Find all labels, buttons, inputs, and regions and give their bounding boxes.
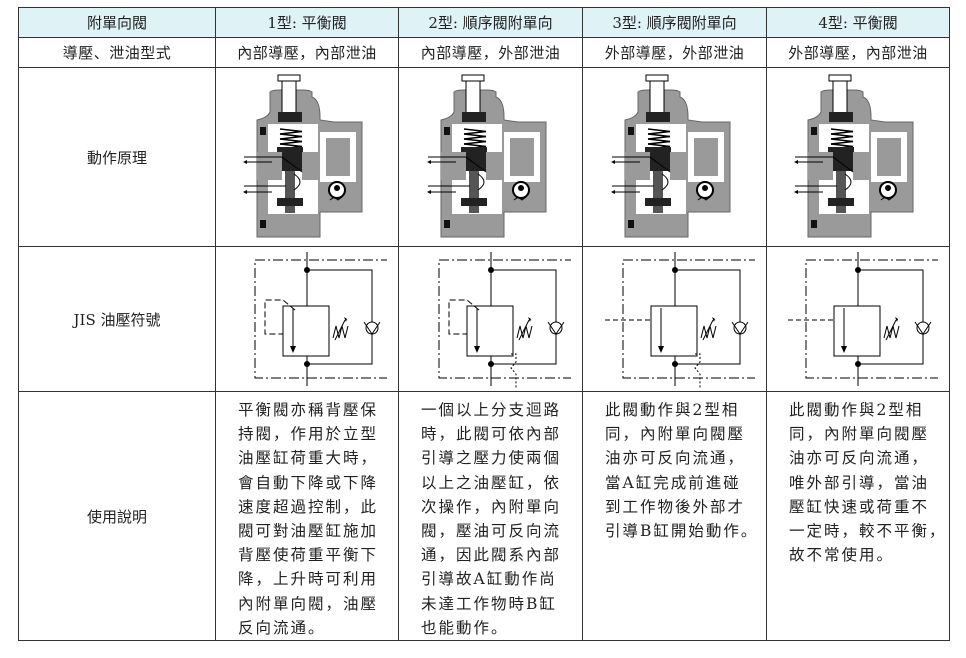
principle-row: 動作原理 <box>18 67 950 247</box>
valve-drawing <box>794 74 914 238</box>
jis-symbol-drawing <box>438 252 571 388</box>
valve-drawing <box>426 74 546 238</box>
valve-drawing <box>610 74 730 238</box>
valve-cross-section-icon <box>398 67 583 247</box>
header-row: 附單向閥 1型: 平衡閥 2型: 順序閥附單向 3型: 順序閥附單向 4型: 平… <box>18 7 950 38</box>
valve-cross-section-icon <box>582 67 767 247</box>
mode-cell: 外部導壓，外部泄油 <box>582 37 767 68</box>
jis-symbol-type4-icon <box>766 246 950 392</box>
valve-drawing <box>243 74 363 238</box>
usage-cell: 此閥動作與2型相 同，內附單向閥壓 油亦可反向流通， 當A缸完成前進碰 到工作物… <box>582 390 767 642</box>
usage-text: 平衡閥亦稱背壓保 持閥，作用於立型 油壓缸荷重大時， 會自動下降或下降 速度超過… <box>238 401 379 637</box>
valve-cross-section-icon <box>215 67 399 247</box>
jis-symbol-type3-icon <box>582 246 767 392</box>
row-label: 動作原理 <box>18 67 216 247</box>
usage-cell: 平衡閥亦稱背壓保 持閥，作用於立型 油壓缸荷重大時， 會自動下降或下降 速度超過… <box>215 390 399 642</box>
check-valve-comparison-table: 附單向閥 1型: 平衡閥 2型: 順序閥附單向 3型: 順序閥附單向 4型: 平… <box>18 7 950 642</box>
usage-cell: 一個以上分支迴路 時，此閥可依內部 引導之壓力使兩個 以上之油壓缸，依 次操作，… <box>398 390 583 642</box>
row-label: 使用說明 <box>18 390 216 642</box>
row-label: JIS 油壓符號 <box>18 246 216 392</box>
jis-symbol-drawing <box>254 252 387 386</box>
header-cell: 4型: 平衡閥 <box>766 7 950 38</box>
mode-cell: 外部導壓，內部泄油 <box>766 37 950 68</box>
jis-symbol-type1-icon <box>215 246 399 392</box>
usage-text: 此閥動作與2型相 同，內附單向閥壓 油亦可反向流通， 當A缸完成前進碰 到工作物… <box>605 401 759 541</box>
mode-cell: 內部導壓，外部泄油 <box>398 37 583 68</box>
row-label: 導壓、泄油型式 <box>18 37 216 68</box>
jis-symbol-drawing <box>788 252 938 386</box>
usage-cell: 此閥動作與2型相 同，內附單向閥壓 油亦可反向流通， 唯外部引導，當油 壓缸快速… <box>766 390 950 642</box>
header-cell: 3型: 順序閥附單向 <box>582 7 767 38</box>
usage-row: 使用說明 平衡閥亦稱背壓保 持閥，作用於立型 油壓缸荷重大時， 會自動下降或下降… <box>18 390 950 642</box>
mode-cell: 內部導壓，內部泄油 <box>215 37 399 68</box>
usage-text: 此閥動作與2型相 同，內附單向閥壓 油亦可反向流通， 唯外部引導，當油 壓缸快速… <box>789 401 947 565</box>
header-cell: 附單向閥 <box>18 7 216 38</box>
header-cell: 1型: 平衡閥 <box>215 7 399 38</box>
header-cell: 2型: 順序閥附單向 <box>398 7 583 38</box>
pilot-drain-row: 導壓、泄油型式 內部導壓，內部泄油 內部導壓，外部泄油 外部導壓，外部泄油 外部… <box>18 37 950 68</box>
jis-symbol-type2-icon <box>398 246 583 392</box>
valve-cross-section-icon <box>766 67 950 247</box>
jis-symbol-drawing <box>604 252 755 388</box>
usage-text: 一個以上分支迴路 時，此閥可依內部 引導之壓力使兩個 以上之油壓缸，依 次操作，… <box>421 401 562 637</box>
jis-symbol-row: JIS 油壓符號 <box>18 246 950 392</box>
